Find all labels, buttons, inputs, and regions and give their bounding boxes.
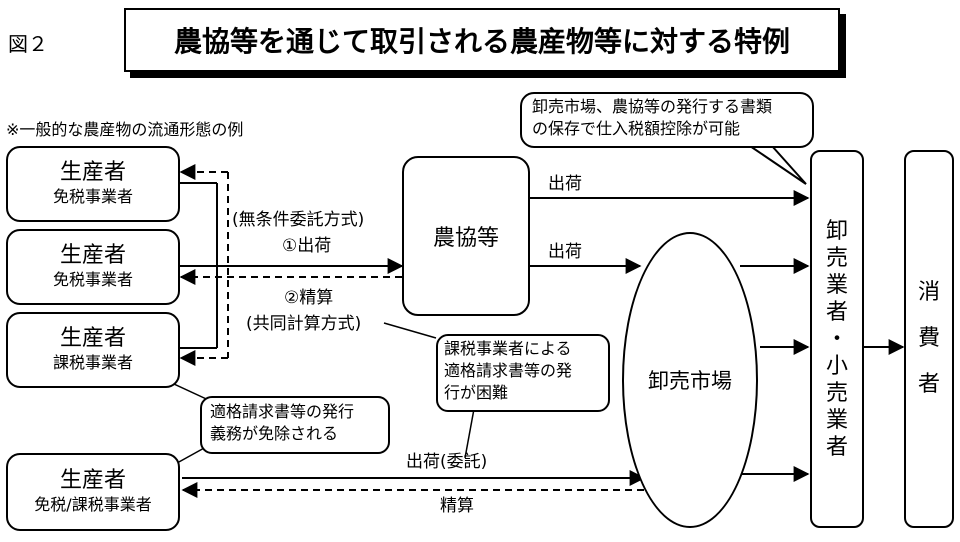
ship-top-label: 出荷	[548, 174, 582, 194]
consumer-char: 者	[917, 372, 940, 397]
wholesaler-char: 者	[825, 299, 848, 325]
taxable-callout-line2: 適格請求書等の発	[444, 361, 573, 380]
figure-label: 図２	[8, 32, 48, 56]
producer-box-2: 生産者 免税事業者	[6, 229, 180, 305]
ship-bracket-solid	[180, 182, 404, 349]
ship-mid-label: 出荷	[548, 242, 582, 262]
producer-type: 課税事業者	[52, 353, 133, 372]
joint-calc-pointer	[383, 322, 437, 339]
top-callout-line2: の保存で仕入税額控除が可能	[532, 119, 741, 138]
wholesaler-char: 小	[825, 353, 848, 379]
settle-bottom-label: 精算	[440, 496, 474, 516]
producer-type: 免税/課税事業者	[34, 495, 152, 514]
exempt-callout-line1: 適格請求書等の発行	[210, 402, 355, 421]
note-text: ※一般的な農産物の流通形態の例	[6, 120, 244, 139]
nokyo-box: 農協等	[402, 156, 530, 316]
wholesale-market-ellipse: 卸売市場	[622, 232, 758, 528]
page-title: 農協等を通じて取引される農産物等に対する特例	[173, 25, 790, 58]
joint-calc-label: (共同計算方式)	[246, 314, 362, 334]
producer-type: 免税事業者	[52, 187, 133, 206]
exempt-callout: 適格請求書等の発行 義務が免除される	[200, 396, 390, 454]
taxable-callout-line3: 行が困難	[444, 383, 509, 402]
nokyo-label: 農協等	[432, 226, 499, 251]
wholesaler-char: ・	[825, 326, 848, 352]
wholesaler-char: 業	[825, 272, 848, 298]
settle-step-2-label: ②精算	[284, 288, 334, 308]
wholesaler-char: 者	[825, 434, 848, 460]
producer-type: 免税事業者	[52, 270, 133, 289]
wholesaler-retailer-label: 卸 売 業 者 ・ 小 売 業 者	[826, 218, 848, 461]
settle-bracket-dashed	[179, 164, 402, 366]
top-callout-tail	[749, 145, 807, 185]
wholesaler-char: 卸	[825, 218, 848, 244]
ship-step-1-label: ①出荷	[282, 236, 332, 256]
consumer-char: 費	[917, 326, 940, 351]
title-box: 農協等を通じて取引される農産物等に対する特例	[124, 8, 840, 72]
wholesaler-char: 業	[825, 407, 848, 433]
producer-box-4: 生産者 免税/課税事業者	[6, 453, 180, 531]
consign-method-label: (無条件委託方式)	[232, 210, 365, 230]
ship-consign-label: 出荷(委託)	[406, 452, 488, 472]
wholesaler-char: 売	[825, 380, 848, 406]
wholesaler-char: 売	[825, 245, 848, 271]
top-callout: 卸売市場、農協等の発行する書類 の保存で仕入税額控除が可能	[520, 92, 814, 148]
wholesaler-retailer-box: 卸 売 業 者 ・ 小 売 業 者	[810, 150, 864, 528]
consumer-label: 消 費 者	[918, 270, 940, 408]
top-callout-line1: 卸売市場、農協等の発行する書類	[532, 97, 773, 116]
market-label: 卸売市場	[648, 369, 732, 393]
producer-name: 生産者	[59, 468, 126, 493]
taxable-callout-line1: 課税事業者による	[444, 339, 572, 358]
taxable-callout: 課税事業者による 適格請求書等の発 行が困難	[436, 334, 610, 412]
producer-box-1: 生産者 免税事業者	[6, 146, 180, 222]
consumer-char: 消	[917, 280, 940, 305]
producer-name: 生産者	[59, 326, 126, 351]
producer-name: 生産者	[59, 243, 126, 268]
consumer-box: 消 費 者	[904, 150, 954, 528]
exempt-callout-line2: 義務が免除される	[210, 424, 339, 443]
producer-name: 生産者	[59, 160, 126, 185]
producer-box-3: 生産者 課税事業者	[6, 312, 180, 388]
